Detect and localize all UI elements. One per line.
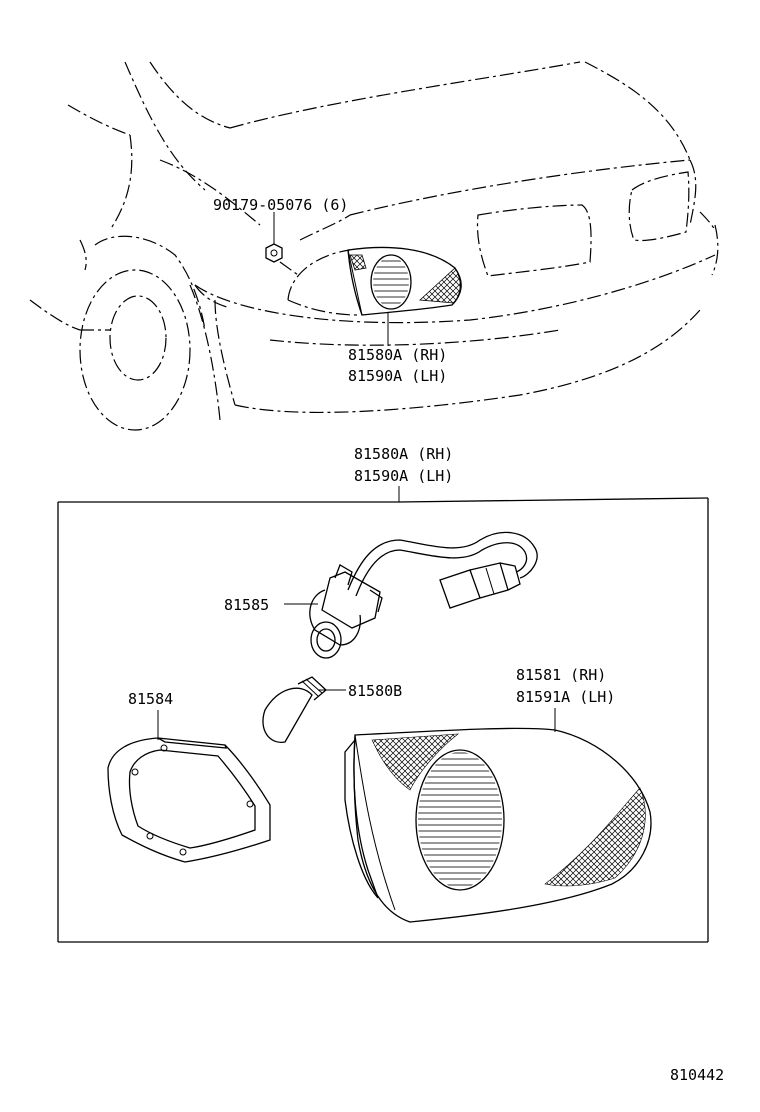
gasket-label: 81584 (128, 690, 173, 708)
lamp-assy-rh-label-box: 81580A (RH) (354, 445, 453, 463)
car-rear-phantom (29, 61, 719, 431)
lens-rh-label: 81581 (RH) (516, 666, 606, 684)
bulb-label: 81580B (348, 682, 402, 700)
clip-part-label: 90179-05076 (6) (213, 196, 348, 214)
gasket (107, 737, 271, 863)
lamp-assy-rh-label-top: 81580A (RH) (348, 346, 447, 364)
lamp-assy-lh-label-top: 81590A (LH) (348, 367, 447, 385)
bulb (262, 676, 327, 743)
lamp-assy-lh-label-box: 81590A (LH) (354, 467, 453, 485)
figure-number: 810442 (670, 1066, 724, 1084)
parts-frame (57, 497, 709, 943)
lens-lh-label: 81591A (LH) (516, 688, 615, 706)
socket-assy (309, 531, 538, 659)
tail-lamp-on-car (347, 246, 462, 316)
socket-label: 81585 (224, 596, 269, 614)
lens (344, 727, 652, 923)
clip-nut (265, 212, 299, 276)
